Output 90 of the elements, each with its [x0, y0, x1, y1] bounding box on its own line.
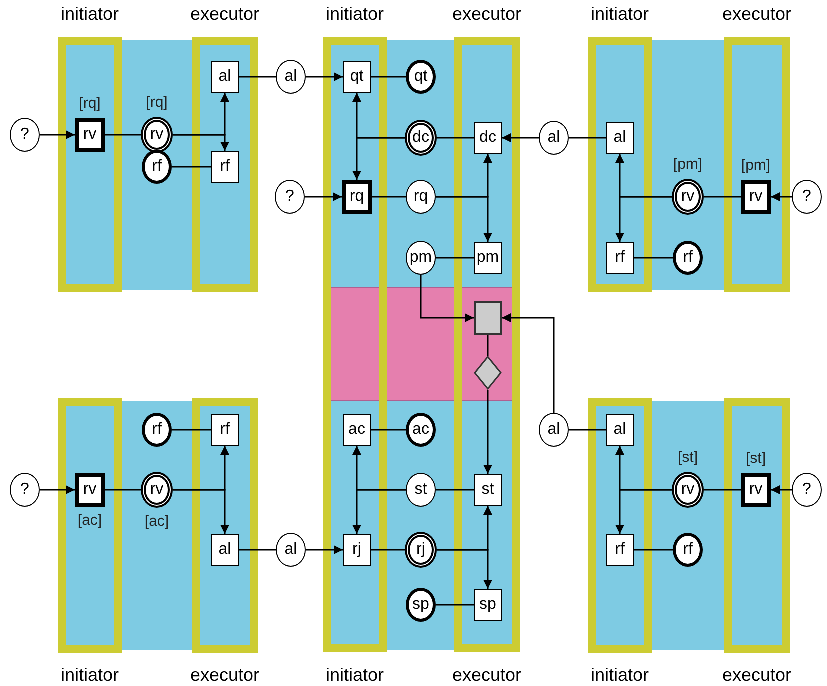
arrow — [352, 489, 406, 534]
connector-line — [372, 196, 406, 198]
event-circle: al — [539, 121, 569, 155]
act-box: rf — [606, 534, 634, 566]
arrow — [352, 137, 405, 180]
connector-line — [172, 429, 211, 431]
state-label: [ac] — [76, 513, 104, 528]
lane-label: initiator — [324, 666, 386, 684]
arrow — [173, 489, 230, 534]
connector-line — [105, 489, 141, 491]
state-label: [st] — [744, 451, 767, 466]
event-circle: ? — [792, 180, 822, 214]
arrow — [306, 546, 343, 554]
arrow — [173, 134, 230, 151]
arrow — [306, 72, 343, 82]
act-box: sp — [474, 589, 502, 621]
act-box: rf — [606, 242, 634, 274]
arrow — [502, 314, 555, 413]
arrow — [616, 489, 672, 534]
connector-line — [704, 489, 741, 491]
act-box: al — [211, 534, 239, 566]
connector-line — [371, 429, 406, 431]
act-box: rv — [741, 180, 771, 214]
arrow — [40, 130, 75, 140]
arrow — [484, 390, 492, 474]
state-label: [rq] — [78, 96, 102, 111]
act-box: al — [606, 414, 634, 446]
lane-label: initiator — [324, 5, 386, 23]
arrow — [437, 549, 492, 589]
connector-line — [437, 137, 474, 139]
event-circle: al — [276, 533, 306, 567]
state-label: [st] — [676, 450, 699, 465]
arrow — [305, 192, 342, 202]
act-box: rv — [75, 118, 105, 152]
act-box: rf — [211, 414, 239, 446]
act-box: ac — [343, 414, 371, 446]
arrow — [771, 486, 792, 494]
state-label: [pm] — [672, 157, 704, 172]
connector-line — [436, 489, 474, 491]
lane-label: executor — [721, 5, 793, 23]
connector-line — [239, 549, 276, 551]
arrow — [616, 196, 672, 242]
connector-line — [105, 134, 141, 136]
arrow — [40, 486, 75, 494]
lane-label: initiator — [60, 5, 120, 23]
connector-line — [436, 257, 474, 259]
arrow — [436, 196, 492, 242]
act-box: rj — [343, 534, 371, 566]
connector-line — [704, 196, 741, 198]
lane-label: executor — [451, 666, 523, 684]
lane-label: initiator — [60, 666, 120, 684]
connector-line — [371, 76, 406, 78]
arrow — [502, 134, 539, 142]
act-box: pm — [474, 242, 502, 274]
act-box: st — [474, 474, 502, 506]
event-circle: al — [539, 413, 569, 447]
junction-box — [474, 301, 502, 335]
event-circle: ? — [10, 118, 40, 152]
act-box: rf — [211, 151, 239, 183]
event-circle: ? — [275, 180, 305, 214]
lane-label: executor — [189, 5, 261, 23]
act-box: al — [606, 122, 634, 154]
connector-line — [239, 76, 276, 78]
act-box: rq — [342, 180, 372, 214]
lane-label: initiator — [590, 5, 650, 23]
lane-label: executor — [721, 666, 793, 684]
state-label: [pm] — [740, 158, 772, 173]
connector-line — [634, 257, 673, 259]
event-circle: al — [276, 60, 306, 94]
state-label: [rq] — [145, 95, 169, 110]
arrow — [771, 192, 792, 202]
event-circle: ? — [10, 473, 40, 507]
state-label: [ac] — [144, 514, 170, 529]
act-box: rv — [741, 473, 771, 507]
act-box: dc — [474, 122, 502, 154]
connector-line — [371, 549, 405, 551]
connector-line — [487, 335, 489, 356]
lane-label: executor — [451, 5, 523, 23]
connector-line — [634, 549, 673, 551]
act-box: rv — [75, 473, 105, 507]
connector-line — [436, 604, 474, 606]
connector-line — [569, 137, 606, 139]
lane-label: initiator — [590, 666, 650, 684]
event-circle: ? — [792, 473, 822, 507]
arrow — [420, 275, 474, 322]
connector-line — [569, 429, 606, 431]
connector-line — [172, 166, 211, 168]
act-box: qt — [343, 61, 371, 93]
lane-label: executor — [189, 666, 261, 684]
act-box: al — [211, 61, 239, 93]
